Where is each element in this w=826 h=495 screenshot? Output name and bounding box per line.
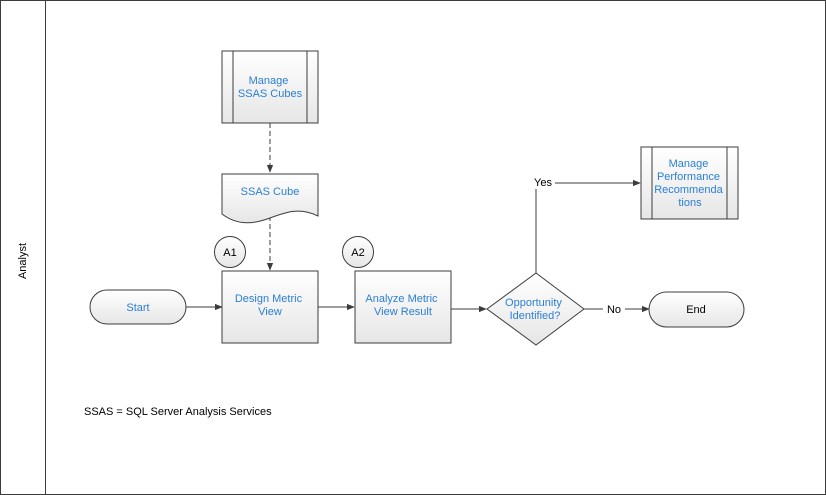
node-ssas-cube[interactable]: SSAS Cube [221, 173, 319, 224]
node-label: Start [126, 302, 149, 314]
edge-label-yes: Yes [534, 177, 552, 189]
swimlane-label: Analyst [17, 243, 29, 279]
marker-a1: A1 [214, 236, 246, 268]
node-label: End [686, 304, 706, 316]
footnote: SSAS = SQL Server Analysis Services [84, 406, 272, 418]
node-analyze-metric-view-result[interactable]: Analyze Metric View Result [354, 270, 452, 344]
node-label: Design Metric View [235, 293, 305, 318]
swimlane-header [0, 0, 46, 495]
node-label: Opportunity Identified? [505, 297, 565, 322]
svg-text:A2: A2 [351, 247, 364, 259]
node-design-metric-view[interactable]: Design Metric View [221, 270, 319, 344]
node-manage-performance-recommendations[interactable]: Manage Performance Recommenda tions [640, 146, 739, 220]
node-manage-ssas-cubes[interactable]: Manage SSAS Cubes [221, 50, 319, 124]
node-end[interactable]: End [648, 291, 745, 328]
node-label: Analyze Metric View Result [365, 293, 440, 318]
marker-a2: A2 [342, 236, 374, 268]
edge-label-no: No [607, 304, 621, 316]
node-label: Manage SSAS Cubes [238, 75, 303, 100]
node-label: Manage Performance Recommenda tions [654, 158, 726, 209]
node-start[interactable]: Start [89, 289, 187, 325]
svg-text:A1: A1 [223, 247, 236, 259]
node-opportunity-decision[interactable]: Opportunity Identified? [486, 272, 585, 346]
node-label: SSAS Cube [241, 186, 300, 198]
